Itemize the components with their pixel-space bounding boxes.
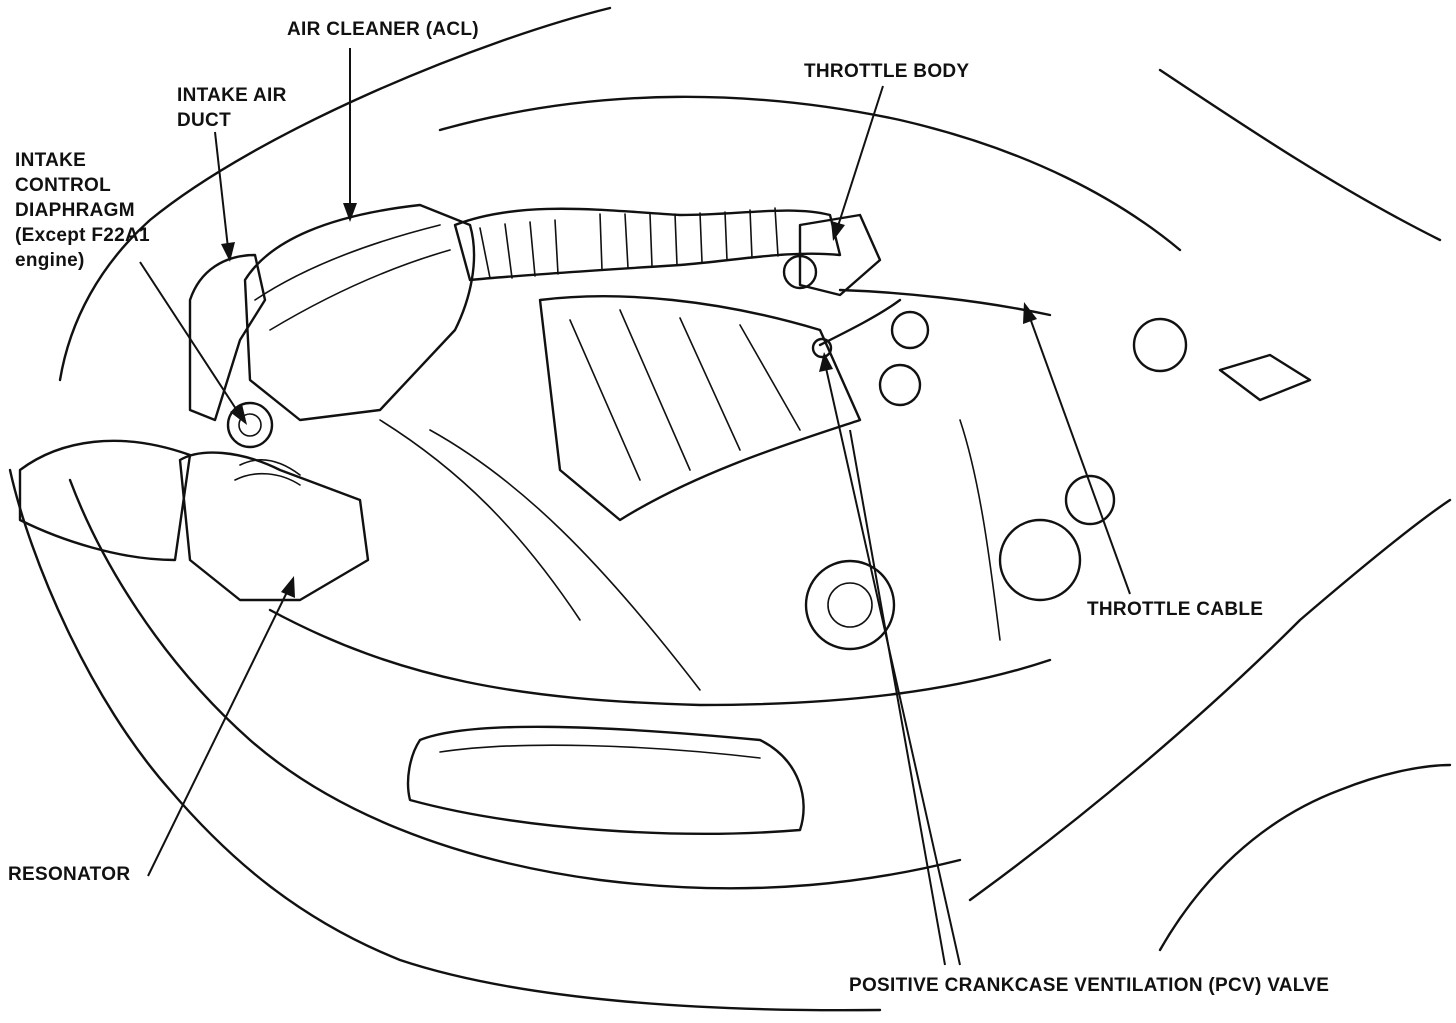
oil-filler-cap: [890, 310, 930, 350]
hose-3: [959, 419, 1001, 641]
body-line-front: [268, 608, 1052, 707]
valve-cover: [538, 295, 862, 522]
valve-cover-ridges: [569, 309, 801, 481]
label-intake-air-duct: INTAKE AIR DUCT: [177, 83, 287, 133]
bumper-outline: [8, 468, 882, 1012]
label-air-cleaner-text: AIR CLEANER (ACL): [287, 19, 479, 40]
throttle-body-pulley: [782, 254, 818, 290]
grille-inner: [439, 744, 761, 759]
leader-intake-air-duct: [214, 131, 235, 262]
grille-opening: [406, 725, 805, 835]
leader-throttle-body: [831, 85, 884, 241]
label-icd-line5: engine): [15, 250, 85, 271]
air-cleaner-box: [243, 203, 476, 422]
intake-duct: [188, 253, 267, 422]
cowl-line: [438, 95, 1182, 252]
label-icd-line2: CONTROL: [15, 175, 112, 196]
leader-pcv-valve-2: [849, 429, 946, 966]
radiator-cap: [878, 363, 922, 407]
leader-resonator: [147, 576, 295, 877]
crank-pulley-hub: [827, 582, 873, 628]
wheel-arch-right: [1158, 763, 1452, 952]
label-intake-control-diaphragm: INTAKE CONTROL DIAPHRAGM (Except F22A1 e…: [15, 148, 150, 273]
pcv-valve-hose: [818, 298, 902, 347]
diaphragm: [226, 401, 274, 449]
diaphragm-center: [238, 413, 262, 437]
leader-throttle-cable: [1023, 302, 1131, 595]
hose-1: [429, 429, 701, 691]
label-throttle-body: THROTTLE BODY: [804, 59, 969, 84]
label-throttle-cable-text: THROTTLE CABLE: [1087, 599, 1264, 620]
headlight-left: [18, 439, 192, 562]
intake-tube-ribs: [479, 207, 779, 279]
resonator-neck: [234, 459, 301, 486]
label-icd-line4: (Except F22A1: [15, 225, 150, 246]
label-throttle-cable: THROTTLE CABLE: [1087, 597, 1263, 622]
label-icd-line3: DIAPHRAGM: [15, 200, 135, 221]
air-cleaner-lid: [254, 224, 451, 331]
label-resonator: RESONATOR: [8, 862, 130, 887]
resonator-body: [178, 451, 370, 602]
label-pcv-valve-text: POSITIVE CRANKCASE VENTILATION (PCV) VAL…: [849, 975, 1330, 996]
leader-pcv-valve-1: [819, 352, 961, 966]
fender-right-lower: [968, 498, 1452, 902]
leader-air-cleaner: [343, 48, 357, 222]
throttle-cable-line: [838, 288, 1052, 317]
label-pcv-valve: POSITIVE CRANKCASE VENTILATION (PCV) VAL…: [849, 973, 1329, 998]
reservoir-cap: [1132, 317, 1188, 373]
hood-outline: [58, 6, 612, 382]
pcv-valve: [811, 337, 833, 359]
hose-2: [379, 419, 581, 621]
label-intake-air-duct-line1: INTAKE AIR: [177, 85, 287, 106]
component-cap: [1064, 474, 1116, 526]
label-resonator-text: RESONATOR: [8, 864, 131, 885]
leader-intake-control-diaphragm: [139, 261, 247, 425]
throttle-body-housing: [798, 213, 882, 297]
label-air-cleaner: AIR CLEANER (ACL): [287, 17, 479, 42]
bumper-inner: [68, 478, 962, 890]
label-throttle-body-text: THROTTLE BODY: [804, 61, 970, 82]
crank-pulley: [804, 559, 896, 651]
oil-filter: [998, 518, 1082, 602]
label-icd-line1: INTAKE: [15, 150, 87, 171]
label-intake-air-duct-line2: DUCT: [177, 110, 231, 131]
fender-right: [1158, 68, 1442, 242]
battery-pad: [1218, 353, 1312, 402]
intake-tube: [453, 207, 842, 282]
